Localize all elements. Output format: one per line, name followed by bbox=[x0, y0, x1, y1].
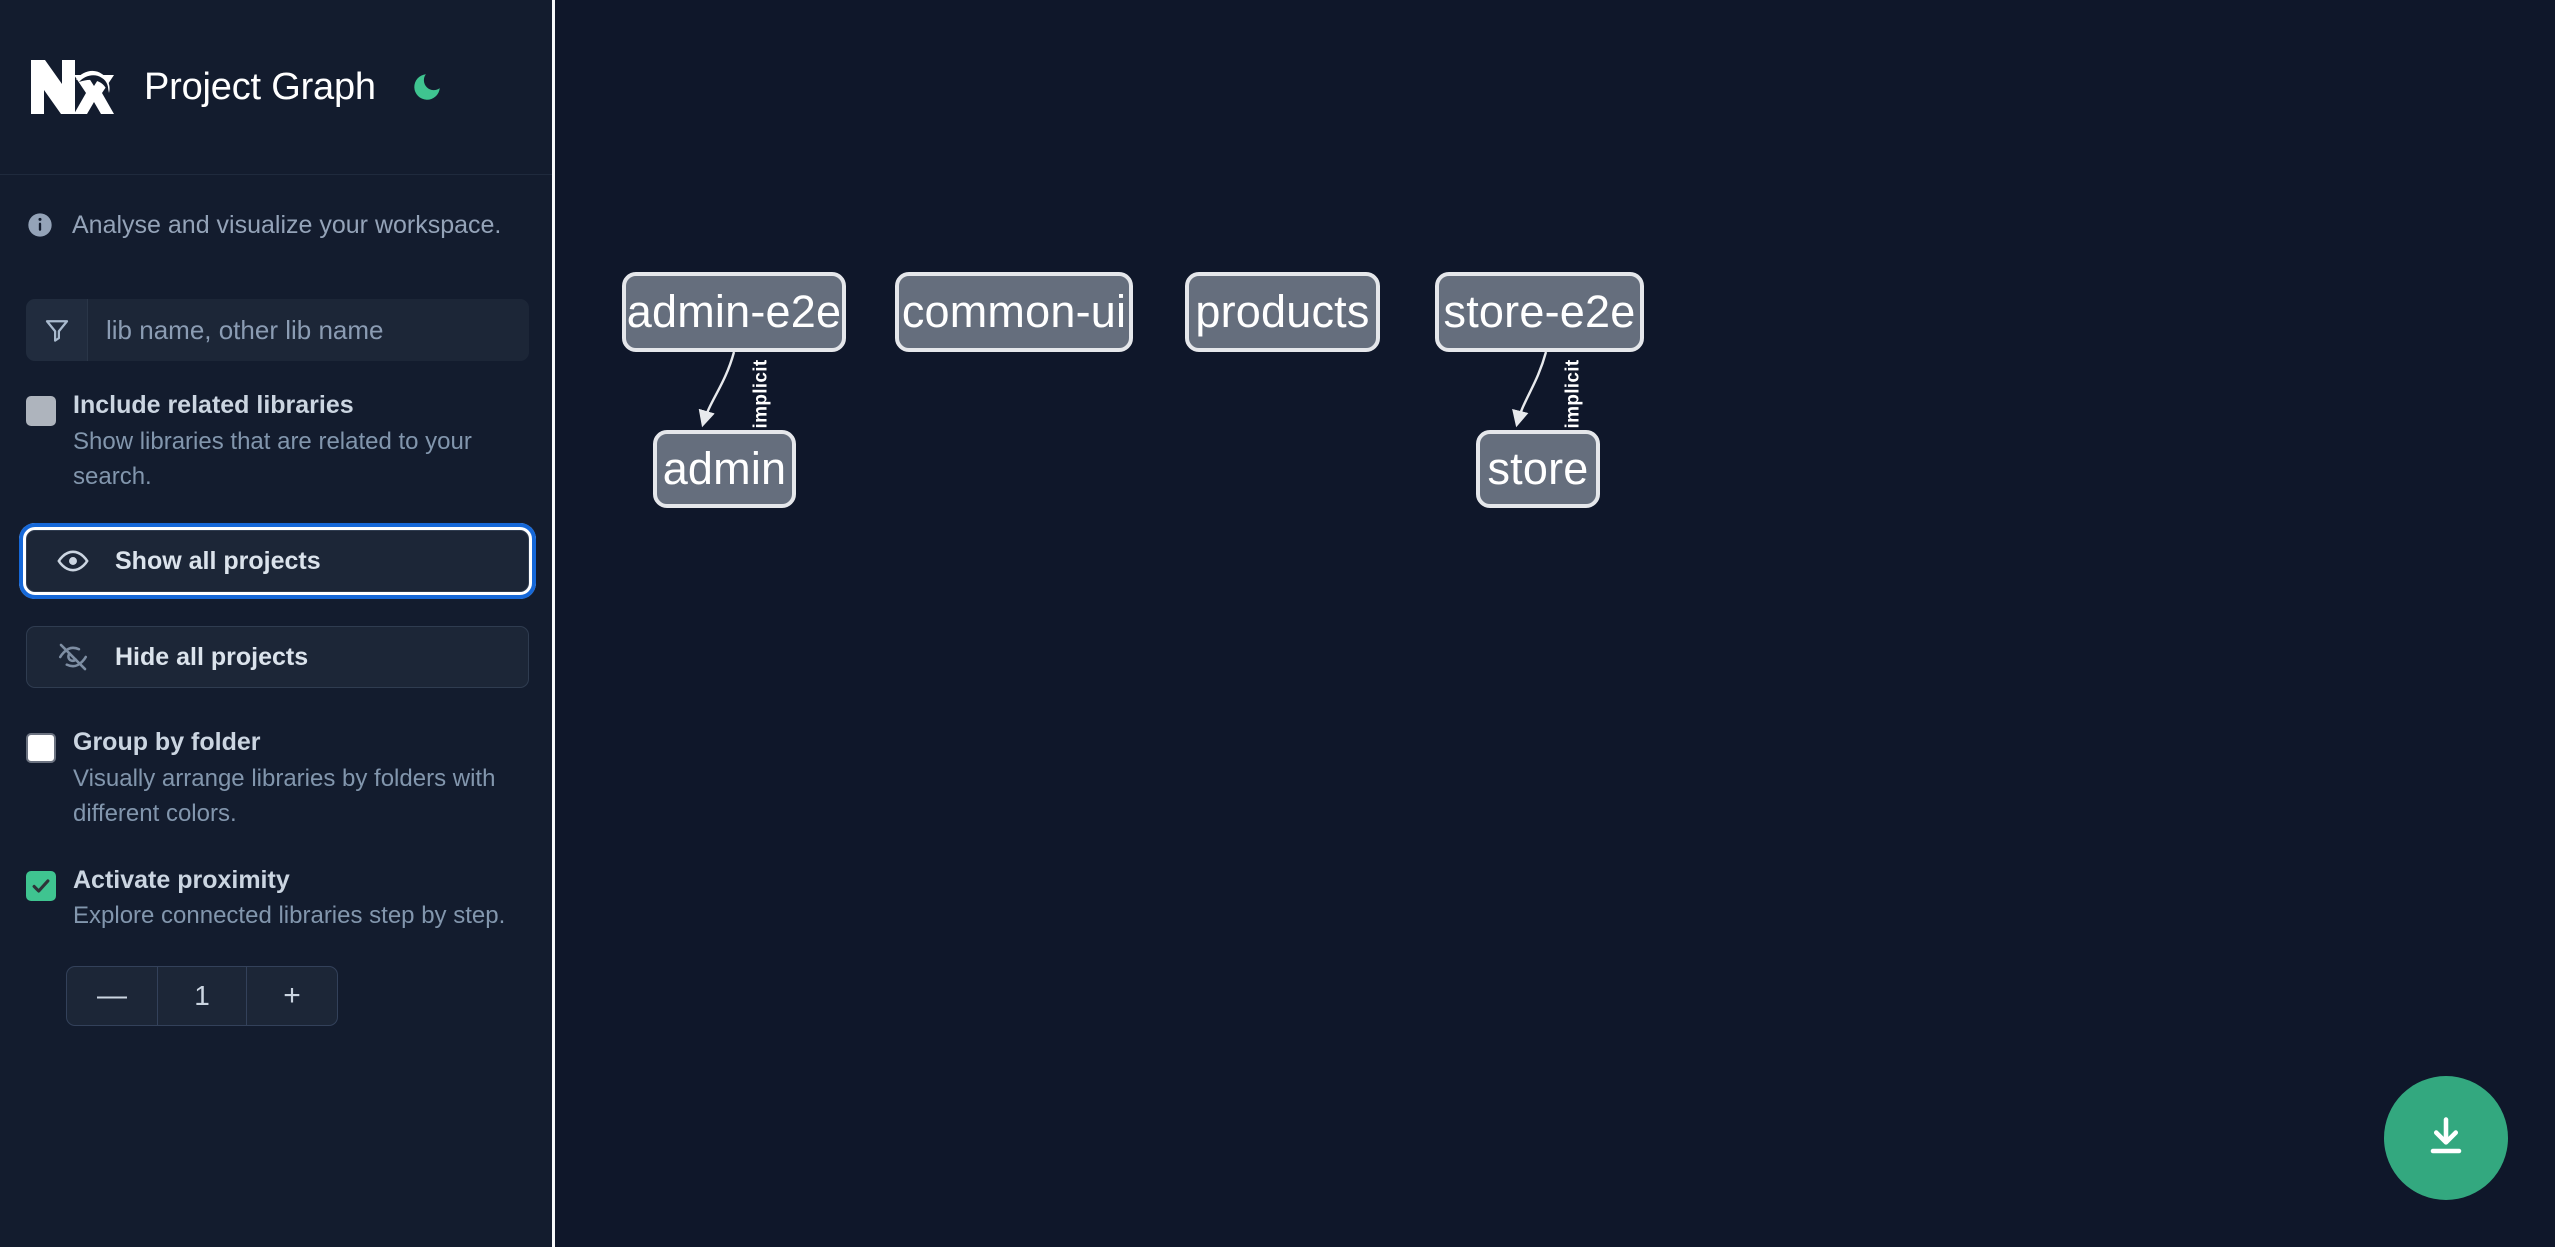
moon-glyph bbox=[414, 74, 440, 100]
group-by-folder-checkbox[interactable] bbox=[26, 733, 56, 764]
proximity-increment-button[interactable]: + bbox=[246, 967, 337, 1026]
option-activate-proximity[interactable]: Activate proximity Explore connected lib… bbox=[26, 866, 529, 935]
proximity-decrement-button[interactable]: — bbox=[67, 967, 158, 1026]
filter-bar bbox=[26, 299, 529, 361]
graph-node-store-e2e[interactable]: store-e2e bbox=[1435, 272, 1644, 352]
check-icon bbox=[32, 879, 50, 893]
info-icon bbox=[28, 213, 52, 237]
graph-node-admin[interactable]: admin bbox=[653, 430, 796, 508]
tagline-text: Analyse and visualize your workspace. bbox=[72, 210, 502, 239]
download-button[interactable] bbox=[2384, 1076, 2508, 1200]
option-text: Activate proximity Explore connected lib… bbox=[73, 866, 505, 935]
sidebar-header: Project Graph bbox=[0, 0, 555, 175]
graph-canvas[interactable]: implicit implicit admin-e2e common-ui pr… bbox=[555, 0, 2555, 1247]
activate-proximity-checkbox[interactable] bbox=[26, 870, 56, 901]
edge-store-e2e-store bbox=[1512, 351, 1548, 428]
sidebar-body: Include related libraries Show libraries… bbox=[0, 299, 555, 1027]
option-label: Group by folder bbox=[73, 728, 261, 757]
graph-node-products[interactable]: products bbox=[1185, 272, 1380, 352]
nx-logo bbox=[31, 60, 114, 114]
sidebar-scrollbar-track[interactable] bbox=[552, 0, 555, 1247]
option-label: Include related libraries bbox=[73, 391, 354, 419]
option-text: Group by folder Visually arrange librari… bbox=[73, 728, 528, 831]
option-group-by-folder[interactable]: Group by folder Visually arrange librari… bbox=[26, 728, 529, 831]
edge-admin-e2e-admin bbox=[698, 351, 736, 428]
graph-node-store[interactable]: store bbox=[1476, 430, 1600, 508]
include-related-libraries-checkbox[interactable] bbox=[26, 396, 56, 426]
page-title: Project Graph bbox=[144, 65, 376, 108]
show-all-projects-button[interactable]: Show all projects bbox=[19, 523, 536, 600]
proximity-value: 1 bbox=[194, 980, 210, 1012]
graph-node-common-ui[interactable]: common-ui bbox=[895, 272, 1133, 352]
search-input[interactable] bbox=[88, 299, 529, 361]
moon-icon[interactable] bbox=[406, 66, 448, 108]
option-description: Explore connected libraries step by step… bbox=[73, 902, 506, 930]
option-description: Visually arrange libraries by folders wi… bbox=[73, 765, 496, 827]
show-all-projects-label: Show all projects bbox=[115, 546, 321, 575]
tagline: Analyse and visualize your workspace. bbox=[0, 175, 555, 275]
hide-all-projects-button[interactable]: Hide all projects bbox=[26, 626, 529, 689]
eye-icon bbox=[57, 550, 89, 572]
hide-all-projects-label: Hide all projects bbox=[115, 642, 309, 671]
sidebar: Project Graph Analyse and visualize your… bbox=[0, 0, 555, 1247]
edge-label-store: implicit bbox=[1562, 359, 1584, 429]
eye-slash-icon bbox=[58, 644, 88, 671]
option-text: Include related libraries Show libraries… bbox=[73, 391, 528, 494]
option-description: Show libraries that are related to your … bbox=[73, 427, 472, 490]
option-label: Activate proximity bbox=[73, 865, 290, 894]
proximity-stepper: — 1 + bbox=[66, 966, 338, 1027]
option-include-related-libraries[interactable]: Include related libraries Show libraries… bbox=[26, 391, 529, 494]
graph-edges bbox=[698, 351, 1548, 428]
graph-node-admin-e2e[interactable]: admin-e2e bbox=[622, 272, 846, 352]
funnel-glyph bbox=[45, 320, 68, 342]
edge-label-admin: implicit bbox=[750, 359, 772, 429]
download-icon bbox=[2430, 1117, 2462, 1154]
funnel-icon bbox=[26, 299, 88, 361]
